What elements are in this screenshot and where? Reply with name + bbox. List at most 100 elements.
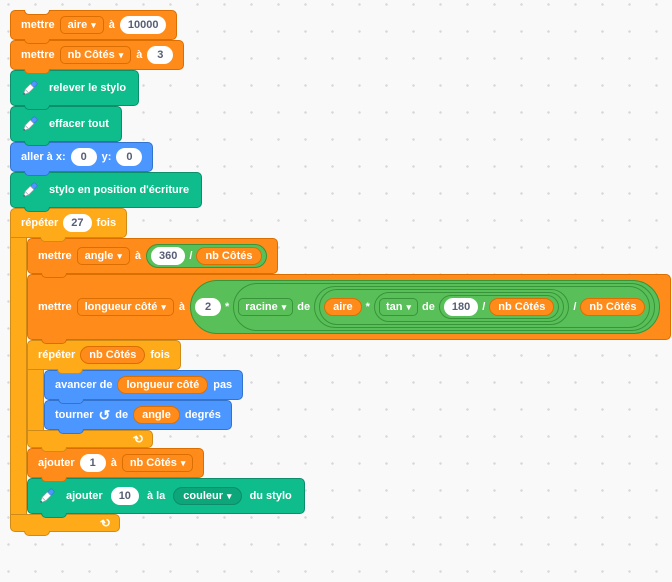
label: mettre xyxy=(21,49,55,61)
variable-reporter-nb-cotes[interactable]: nb Côtés xyxy=(489,298,555,316)
divide-operator[interactable]: 360 / nb Côtés xyxy=(146,244,267,268)
variable-reporter-longueur-cote[interactable]: longueur côté xyxy=(117,376,209,394)
chevron-down-icon: ▾ xyxy=(118,49,124,60)
sqrt-operator[interactable]: racine ▾ de aire * tan xyxy=(233,283,656,331)
pen-icon xyxy=(19,113,41,135)
times-input[interactable]: 27 xyxy=(63,214,92,232)
y-input[interactable]: 0 xyxy=(116,148,143,166)
block-set-variable-aire[interactable]: mettre aire ▾ à 10000 xyxy=(10,10,178,44)
value-input[interactable]: 10 xyxy=(110,487,139,505)
repeat-block-inner: répéter nb Côtés fois avancer de longueu… xyxy=(27,340,244,452)
chevron-down-icon: ▾ xyxy=(161,301,166,312)
tan-operator[interactable]: tan ▾ de 180 / nb Côtés xyxy=(373,292,565,322)
dropdown-value: nb Côtés xyxy=(129,457,177,469)
divide-sign: / xyxy=(189,250,193,262)
label: tourner xyxy=(55,409,94,421)
label: fois xyxy=(150,349,170,361)
x-input[interactable]: 0 xyxy=(70,148,97,166)
multiply-operator[interactable]: 2 * racine ▾ de aire * xyxy=(190,280,661,334)
pen-icon xyxy=(19,77,41,99)
pen-param-dropdown[interactable]: couleur ▾ xyxy=(173,487,242,505)
dropdown-value: racine xyxy=(245,301,278,313)
divide-operator[interactable]: 180 / nb Côtés xyxy=(438,295,560,319)
repeat-outer-body: mettre angle ▾ à 360 / nb Côtés mettr xyxy=(27,238,672,518)
dropdown-value: longueur côté xyxy=(84,301,158,313)
label: mettre xyxy=(38,250,72,262)
variable-reporter-nb-cotes[interactable]: nb Côtés xyxy=(80,346,146,364)
block-move-steps[interactable]: avancer de longueur côté pas xyxy=(44,370,244,404)
variable-dropdown[interactable]: nb Côtés ▾ xyxy=(121,454,194,472)
block-goto-xy[interactable]: aller à x: 0 y: 0 xyxy=(10,142,154,176)
loop-arrow-icon: ↻ xyxy=(131,430,147,448)
bottom-tab xyxy=(58,399,84,404)
label: relever le stylo xyxy=(49,82,127,94)
block-pen-down[interactable]: stylo en position d'écriture xyxy=(10,172,203,212)
dropdown-value: aire xyxy=(67,19,88,31)
dropdown-value: tan xyxy=(385,301,403,313)
value-input[interactable]: 1 xyxy=(79,454,106,472)
repeat-block-outer: répéter 27 fois mettre angle ▾ à 360 xyxy=(10,208,672,536)
block-set-variable-longueur-cote[interactable]: mettre longueur côté ▾ à 2 * racine ▾ xyxy=(27,274,672,344)
label: à xyxy=(134,250,142,262)
multiply-sign: * xyxy=(225,301,230,313)
label: de xyxy=(421,301,435,313)
bottom-tab xyxy=(41,273,67,278)
repeat-inner-body: avancer de longueur côté pas tourner ↺ d… xyxy=(44,370,244,434)
label: degrés xyxy=(184,409,221,421)
loop-arrow-icon: ↻ xyxy=(98,514,114,532)
block-change-pen-color[interactable]: ajouter 10 à la couleur ▾ du stylo xyxy=(27,478,305,518)
chevron-down-icon: ▾ xyxy=(227,490,232,501)
chevron-down-icon: ▾ xyxy=(281,301,287,312)
inner-tab xyxy=(40,237,66,242)
label: du stylo xyxy=(249,490,292,502)
chevron-down-icon: ▾ xyxy=(180,457,186,468)
bottom-tab xyxy=(24,39,50,44)
multiply-operator[interactable]: aire * tan ▾ de xyxy=(319,289,570,325)
label: à xyxy=(108,19,115,31)
repeat-outer-header[interactable]: répéter 27 fois xyxy=(10,208,128,242)
variable-reporter-nb-cotes[interactable]: nb Côtés xyxy=(196,247,262,265)
divide-operator[interactable]: aire * tan ▾ de xyxy=(314,286,651,328)
numerator-input[interactable]: 180 xyxy=(443,298,479,316)
block-pen-up[interactable]: relever le stylo xyxy=(10,70,140,110)
label: mettre xyxy=(38,301,72,313)
label: de xyxy=(115,409,129,421)
block-change-variable-nb-cotes[interactable]: ajouter 1 à nb Côtés ▾ xyxy=(27,448,205,482)
label: répéter xyxy=(38,349,76,361)
label: effacer tout xyxy=(49,118,109,130)
block-set-variable-nb-cotes[interactable]: mettre nb Côtés ▾ à 3 xyxy=(10,40,185,74)
bottom-tab xyxy=(41,447,67,452)
factor-input[interactable]: 2 xyxy=(195,298,222,316)
pen-icon xyxy=(19,179,41,201)
variable-dropdown[interactable]: aire ▾ xyxy=(59,16,104,34)
variable-reporter-aire[interactable]: aire xyxy=(324,298,362,316)
variable-reporter-nb-cotes[interactable]: nb Côtés xyxy=(580,298,646,316)
bottom-tab xyxy=(58,429,84,434)
block-erase-all[interactable]: effacer tout xyxy=(10,106,122,146)
label: mettre xyxy=(21,19,55,31)
math-function-dropdown[interactable]: tan ▾ xyxy=(378,298,418,316)
bottom-tab xyxy=(24,531,50,536)
label: stylo en position d'écriture xyxy=(49,184,190,196)
label: pas xyxy=(213,379,233,391)
math-function-dropdown[interactable]: racine ▾ xyxy=(238,298,294,316)
value-input[interactable]: 3 xyxy=(147,46,174,64)
divide-sign: / xyxy=(482,301,486,313)
label: avancer de xyxy=(55,379,113,391)
variable-reporter-angle[interactable]: angle xyxy=(133,406,180,424)
numerator-input[interactable]: 360 xyxy=(151,247,186,265)
bottom-tab xyxy=(24,69,50,74)
block-set-variable-angle[interactable]: mettre angle ▾ à 360 / nb Côtés xyxy=(27,238,278,278)
label: ajouter xyxy=(66,490,103,502)
block-turn-counterclockwise[interactable]: tourner ↺ de angle degrés xyxy=(44,400,232,434)
repeat-inner-arm xyxy=(27,370,44,430)
repeat-inner-footer[interactable]: ↻ xyxy=(27,430,153,452)
label: de xyxy=(297,301,311,313)
variable-dropdown[interactable]: nb Côtés ▾ xyxy=(59,46,132,64)
value-input[interactable]: 10000 xyxy=(119,16,167,34)
multiply-sign: * xyxy=(365,301,370,313)
bottom-tab xyxy=(24,141,50,146)
variable-dropdown[interactable]: longueur côté ▾ xyxy=(76,298,174,316)
variable-dropdown[interactable]: angle ▾ xyxy=(76,247,130,265)
repeat-inner-header[interactable]: répéter nb Côtés fois xyxy=(27,340,181,374)
